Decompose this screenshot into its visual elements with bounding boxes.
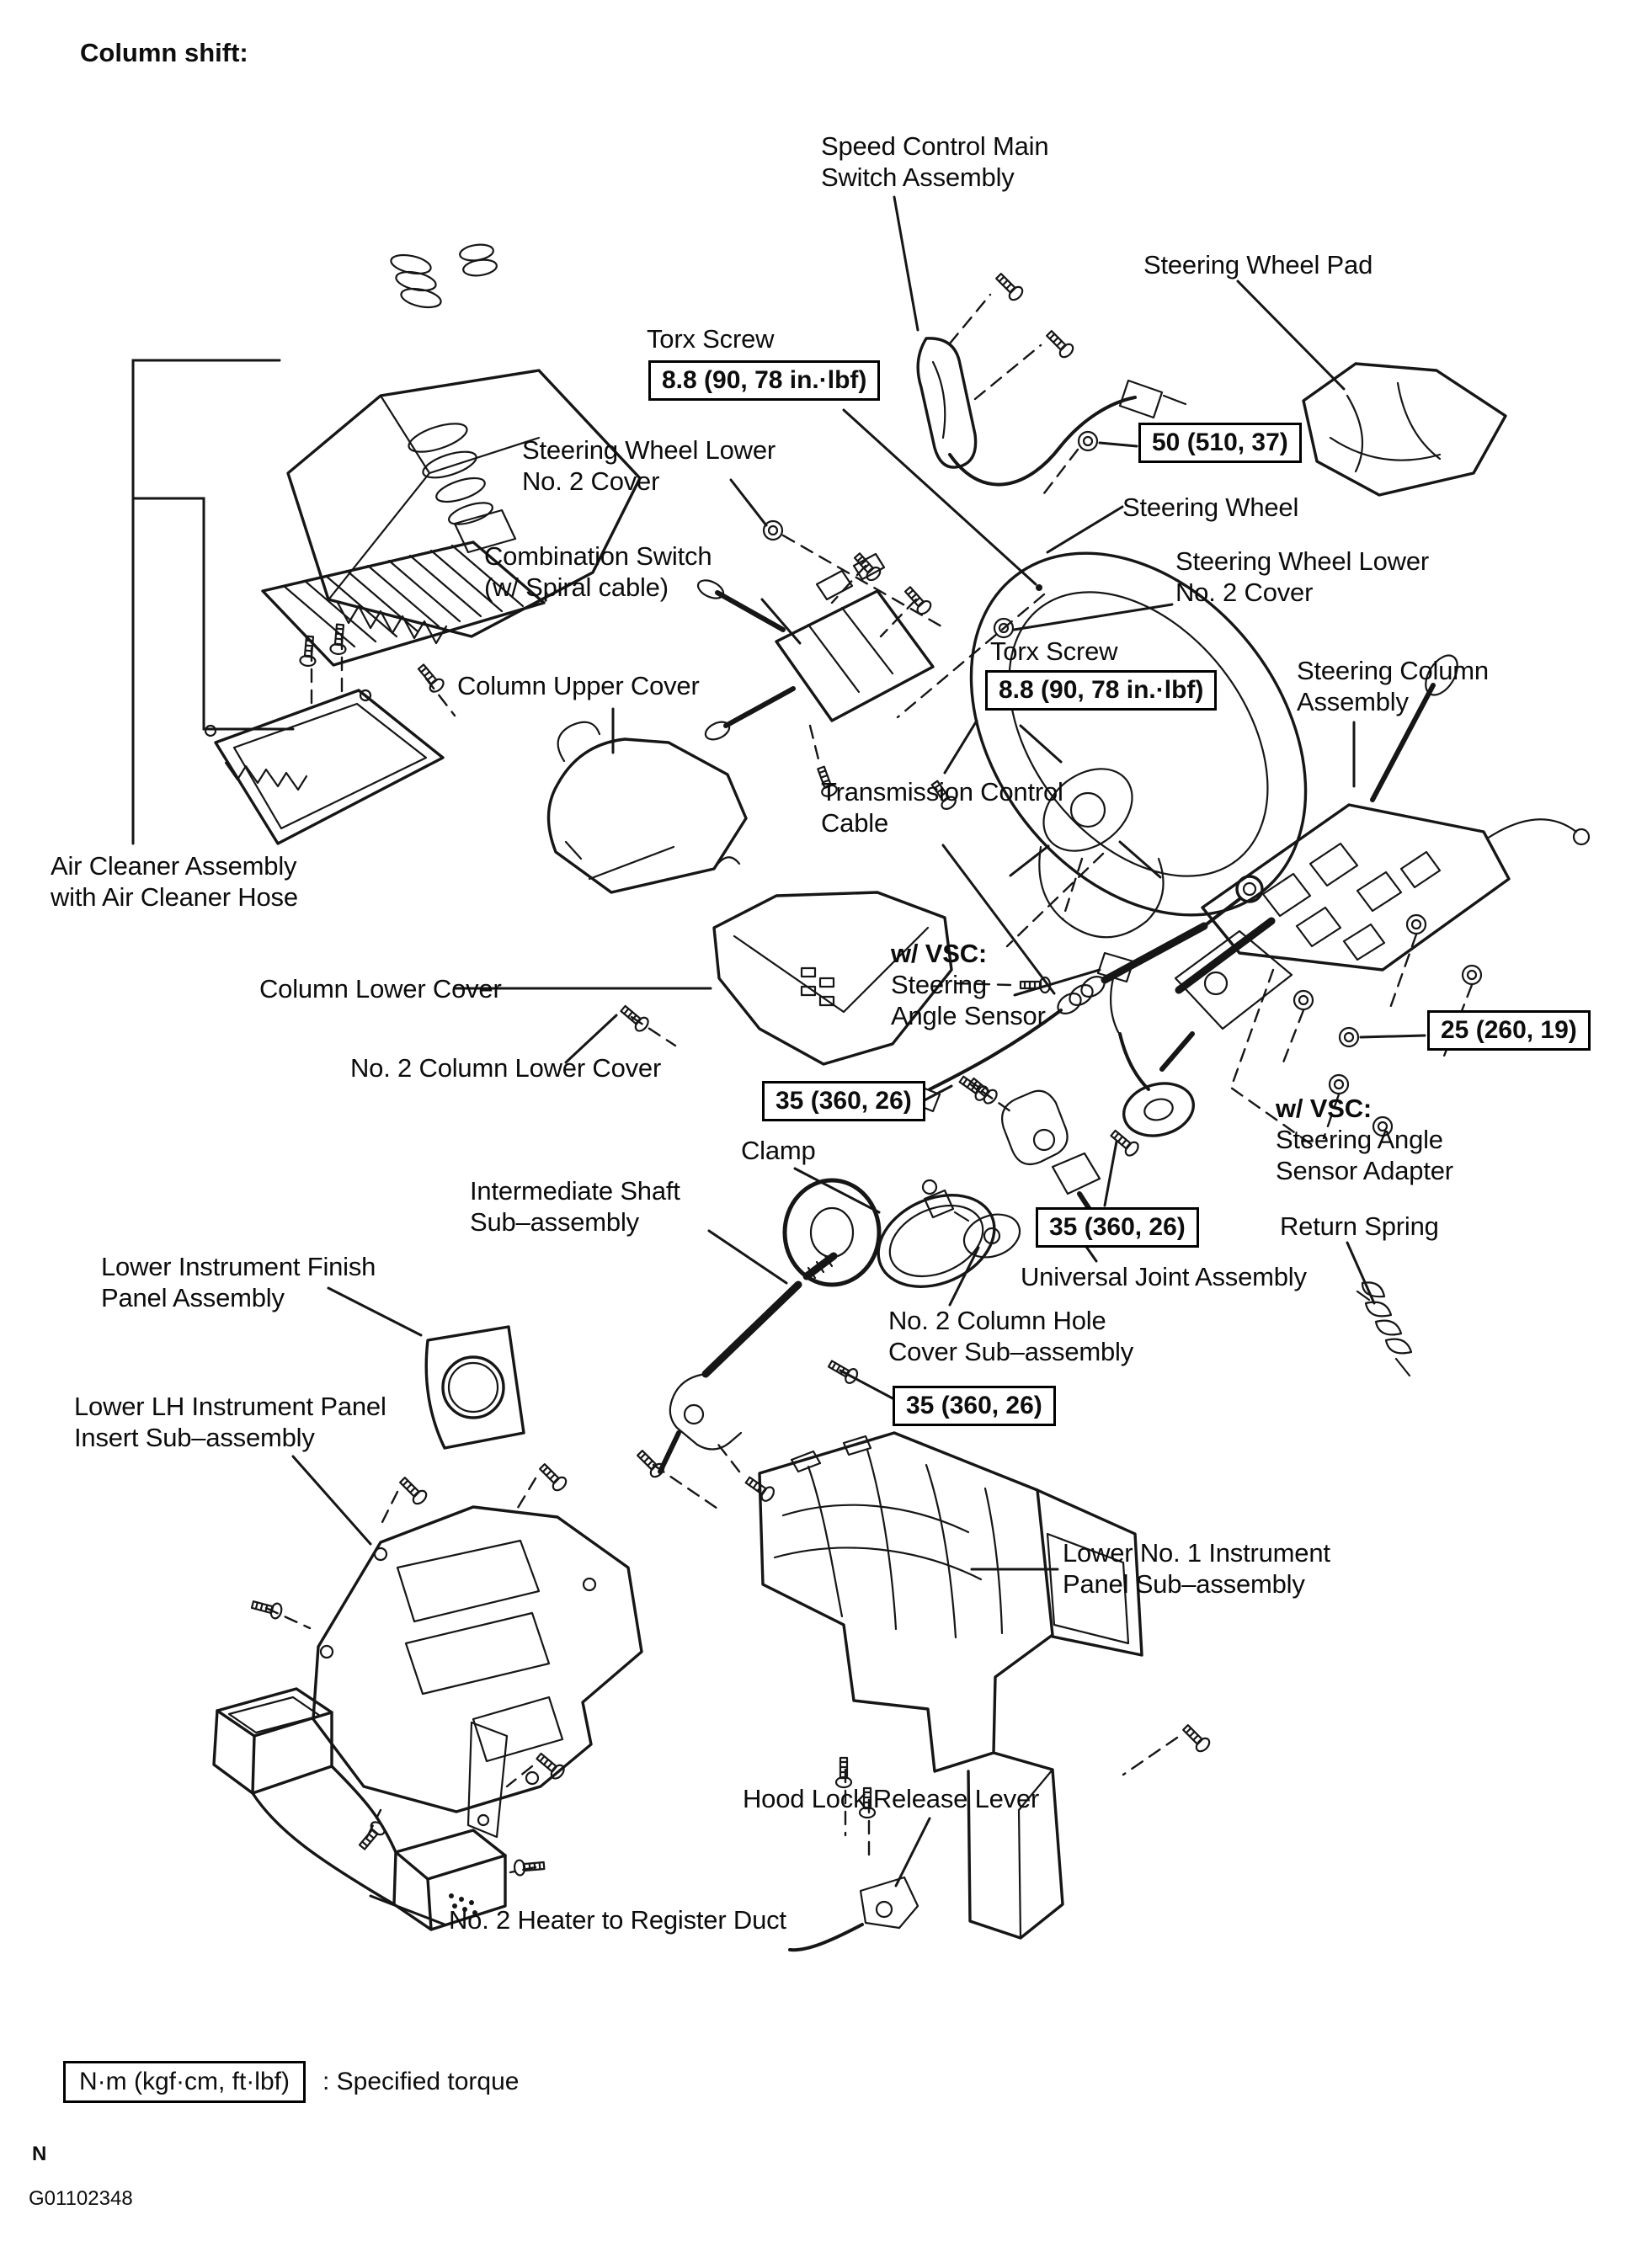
transmission-control-cable-drawing (906, 844, 1264, 1113)
label-no2-heater-to-register-duct: No. 2 Heater to Register Duct (449, 1905, 786, 1935)
page-title: Column shift: (80, 38, 248, 67)
label-steering-wheel-pad: Steering Wheel Pad (1143, 250, 1373, 280)
lower-lh-instrument-panel-insert-drawing (249, 1455, 643, 1853)
no2-column-lower-cover-drawing (564, 1002, 677, 1064)
column-lower-cover-drawing (453, 891, 1052, 1066)
label-lower-no1-instrument-panel: Lower No. 1 Instrument Panel Sub–assembl… (1063, 1538, 1330, 1599)
label-steering-column-assembly: Steering Column Assembly (1297, 656, 1489, 716)
torque-box-torx-screw-lower: 8.8 (90, 78 in.·lbf) (985, 670, 1218, 711)
label-vsc-steering-angle-sensor: w/ VSC:Steering Angle Sensor (891, 938, 1046, 1031)
hood-lock-release-lever-drawing (788, 1756, 931, 1952)
vsc-prefix: w/ VSC: (891, 939, 988, 968)
label-steering-wheel-lower-no2-cover-left: Steering Wheel Lower No. 2 Cover (522, 435, 776, 496)
vsc-steering-angle-sensor-drawing (1005, 852, 1196, 1137)
clamp-and-boot-drawing (782, 1167, 996, 1288)
label-clamp: Clamp (741, 1136, 816, 1165)
label-hood-lock-release-lever: Hood Lock Release Lever (743, 1784, 1040, 1813)
label-lower-lh-instrument-panel-insert: Lower LH Instrument Panel Insert Sub–ass… (74, 1392, 386, 1452)
torque-box-universal-joint: 35 (360, 26) (1036, 1207, 1199, 1248)
air-cleaner-assembly-drawing (131, 243, 642, 845)
torque-legend: N·m (kgf·cm, ft·lbf) : Specified torque (63, 2061, 519, 2103)
label-steering-wheel-lower-no2-cover-right: Steering Wheel Lower No. 2 Cover (1175, 546, 1429, 607)
lower-no1-instrument-panel-drawing (466, 1431, 1213, 1940)
vsc-text: Steering Angle Sensor (891, 970, 1046, 1030)
legend-unit-box: N·m (kgf·cm, ft·lbf) (63, 2061, 306, 2103)
return-spring-drawing (1346, 1241, 1413, 1377)
lower-instrument-finish-panel-drawing (327, 1286, 525, 1450)
legend-description: : Specified torque (322, 2068, 520, 2095)
combination-switch-drawing (696, 549, 1046, 800)
label-vsc-steering-angle-sensor-adapter: w/ VSC:Steering Angle Sensor Adapter (1276, 1093, 1453, 1186)
label-speed-control-main-switch: Speed Control Main Switch Assembly (821, 131, 1049, 192)
label-torx-screw-lower: Torx Screw (990, 636, 1118, 666)
no2-column-hole-cover-drawing (948, 1211, 1021, 1307)
torque-box-steering-wheel-nut: 50 (510, 37) (1138, 423, 1302, 463)
column-upper-cover-drawing (546, 707, 748, 894)
label-no2-column-hole-cover: No. 2 Column Hole Cover Sub–assembly (888, 1306, 1134, 1366)
torque-box-intermediate-shaft-lower: 35 (360, 26) (893, 1386, 1056, 1426)
label-column-upper-cover: Column Upper Cover (457, 671, 700, 700)
label-lower-instrument-finish-panel: Lower Instrument Finish Panel Assembly (101, 1252, 376, 1312)
label-universal-joint-assembly: Universal Joint Assembly (1021, 1262, 1307, 1291)
figure-code: G01102348 (29, 2187, 133, 2210)
label-return-spring: Return Spring (1280, 1211, 1439, 1241)
label-torx-screw-upper: Torx Screw (647, 324, 775, 354)
label-column-lower-cover: Column Lower Cover (259, 974, 502, 1004)
no2-heater-to-register-duct-drawing (212, 1687, 546, 1931)
label-combination-switch: Combination Switch (w/ Spiral cable) (484, 541, 712, 602)
label-intermediate-shaft: Intermediate Shaft Sub–assembly (470, 1176, 680, 1237)
speed-control-switch-drawing (893, 195, 1187, 487)
intermediate-shaft-drawing (658, 1229, 838, 1504)
footnote-letter: N (32, 2143, 47, 2165)
torque-box-torx-screw-upper: 8.8 (90, 78 in.·lbf) (648, 360, 881, 401)
label-no2-column-lower-cover: No. 2 Column Lower Cover (350, 1053, 662, 1083)
steering-column-assembly-drawing (1159, 654, 1591, 1150)
label-transmission-control-cable: Transmission Control Cable (821, 777, 1063, 838)
label-steering-wheel: Steering Wheel (1122, 492, 1299, 522)
label-air-cleaner-assembly: Air Cleaner Assembly with Air Cleaner Ho… (51, 851, 298, 912)
torque-box-intermediate-shaft-upper: 35 (360, 26) (762, 1081, 925, 1121)
torque-box-column-mount-nut: 25 (260, 19) (1427, 1010, 1591, 1051)
vsc-adapter-prefix: w/ VSC: (1276, 1094, 1372, 1123)
steering-wheel-pad-drawing (1236, 280, 1507, 497)
vsc-adapter-text: Steering Angle Sensor Adapter (1276, 1125, 1453, 1185)
